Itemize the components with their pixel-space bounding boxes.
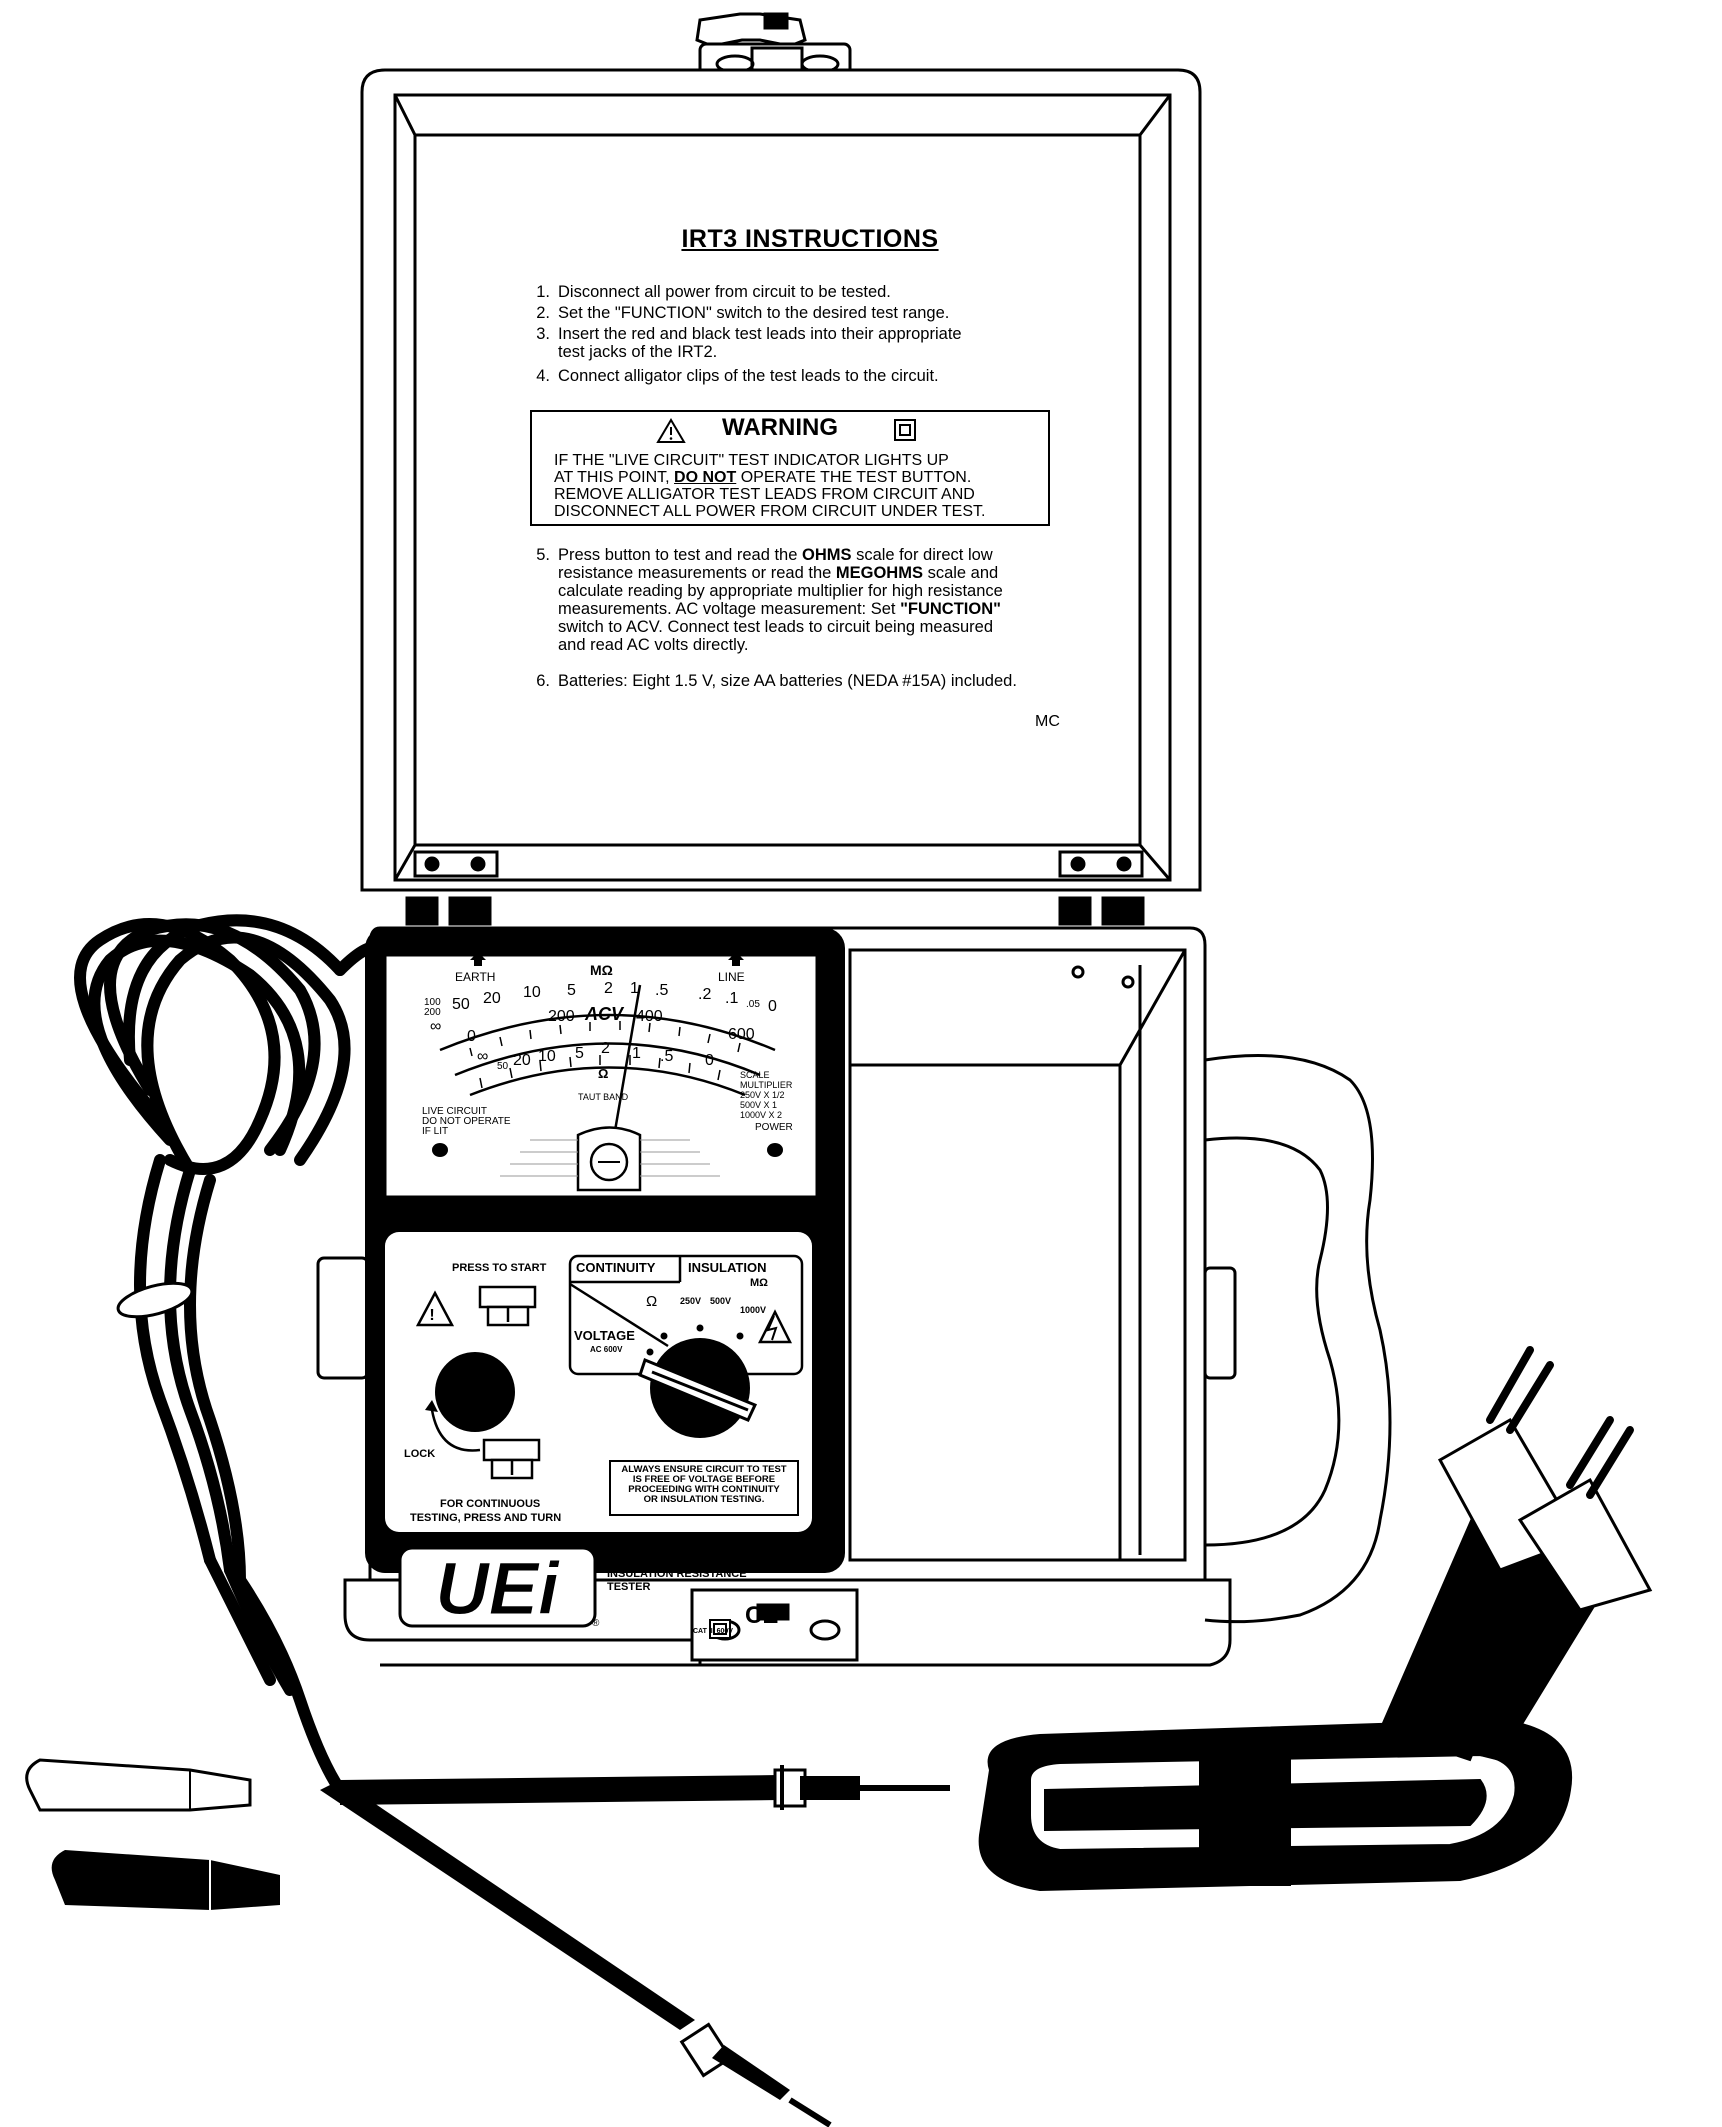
ohm-position-label: Ω [646, 1293, 658, 1310]
ohm-scale-0: 0 [705, 1052, 714, 1069]
model-subtitle-2: TESTER [607, 1581, 651, 1593]
do-not-operate-label: DO NOT OPERATE [422, 1116, 511, 1127]
coiled-test-lead [74, 914, 386, 1796]
alligator-clips [25, 1758, 280, 1910]
continuity-label: CONTINUITY [576, 1260, 656, 1275]
if-lit-label: IF LIT [422, 1126, 449, 1137]
ohm-unit: Ω [598, 1066, 609, 1081]
live-circuit-label: LIVE CIRCUIT [422, 1106, 488, 1117]
multiplier-label-2: MULTIPLIER [740, 1080, 793, 1090]
ohm-scale-2: 2 [601, 1040, 610, 1057]
acv-scale-0: 0 [467, 1028, 476, 1045]
ac-600v-label: AC 600V [590, 1345, 623, 1354]
meg-scale-1: 1 [630, 980, 639, 997]
multiplier-label-1: SCALE [740, 1070, 770, 1080]
ohm-scale-1: 1 [632, 1045, 641, 1062]
svg-text:UEi: UEi [435, 1547, 560, 1630]
meg-scale-005: .05 [746, 999, 760, 1010]
caution-notice: ALWAYS ENSURE CIRCUIT TO TEST IS FREE OF… [609, 1460, 799, 1516]
continuous-testing-line-1: FOR CONTINUOUS [440, 1498, 541, 1510]
warning-box: WARNING IF THE "LIVE CIRCUIT" TEST INDIC… [530, 410, 1050, 526]
ohm-scale-5: 5 [575, 1045, 584, 1062]
multiplier-1000v: 1000V X 2 [740, 1110, 783, 1120]
model-subtitle-1: INSULATION RESISTANCE [607, 1568, 747, 1580]
meg-scale-100: 100 [424, 997, 441, 1008]
power-label: POWER [755, 1122, 793, 1133]
uei-logo: UEi [398, 1546, 597, 1631]
multiplier-500v: 500V X 1 [740, 1100, 778, 1110]
ohm-scale-05: .5 [660, 1048, 674, 1065]
warning-line-4: DISCONNECT ALL POWER FROM CIRCUIT UNDER … [554, 503, 986, 520]
press-to-start-button-shape [435, 1352, 515, 1432]
line-label: LINE [718, 970, 745, 984]
double-insulation-icon [894, 419, 916, 441]
warning-line-3: REMOVE ALLIGATOR TEST LEADS FROM CIRCUIT… [554, 486, 975, 503]
ohm-scale-inf: ∞ [477, 1048, 489, 1065]
meg-scale-inf: ∞ [430, 1018, 442, 1035]
ohm-scale-10: 10 [538, 1048, 556, 1065]
carry-handle [1204, 1054, 1392, 1624]
warning-line-2: AT THIS POINT, DO NOT OPERATE THE TEST B… [554, 469, 972, 486]
registered-mark: ® [592, 1618, 600, 1629]
lock-label: LOCK [404, 1448, 436, 1460]
svg-text:!: ! [429, 1307, 434, 1324]
acv-scale-400: 400 [636, 1008, 663, 1025]
continuous-testing-line-2: TESTING, PRESS AND TURN [410, 1512, 562, 1524]
acv-scale-200: 200 [548, 1008, 575, 1025]
megohm-unit: MΩ [590, 962, 613, 978]
position-250v: 250V [680, 1296, 702, 1306]
insulation-unit: MΩ [750, 1277, 768, 1289]
meg-scale-10: 10 [523, 984, 541, 1001]
instructions-title: IRT3 INSTRUCTIONS [681, 225, 939, 253]
meg-scale-200: 200 [424, 1007, 441, 1018]
meg-scale-01: .1 [725, 990, 739, 1007]
taut-band-label: TAUT BAND [578, 1092, 629, 1102]
meg-scale-20: 20 [483, 990, 501, 1007]
meg-scale-0: 0 [768, 998, 777, 1015]
acv-label: ACV [585, 1004, 624, 1024]
ce-mark: CE [745, 1602, 779, 1629]
position-500v: 500V [710, 1296, 732, 1306]
position-1000v: 1000V [740, 1305, 767, 1315]
press-to-start-label: PRESS TO START [452, 1262, 547, 1274]
mc-mark: MC [1035, 713, 1060, 730]
insulation-label: INSULATION [688, 1260, 767, 1275]
voltage-label: VOLTAGE [574, 1328, 635, 1343]
meg-scale-05: .5 [655, 982, 669, 999]
warning-triangle-icon [656, 418, 686, 443]
cat-rating: CAT III 600V [693, 1628, 733, 1635]
meg-scale-02: .2 [698, 986, 712, 1003]
lid-latch [695, 12, 852, 84]
meg-scale-2: 2 [604, 980, 613, 997]
multiplier-250v: 250V X 1/2 [740, 1090, 785, 1100]
flat-coiled-lead [978, 1346, 1653, 1892]
acv-scale-600: 600 [728, 1026, 755, 1043]
lid-outer [360, 68, 1202, 892]
warning-title: WARNING [722, 414, 838, 441]
earth-label: EARTH [455, 970, 496, 984]
model-name: IRT3 [607, 1538, 664, 1568]
warning-line-1: IF THE "LIVE CIRCUIT" TEST INDICATOR LIG… [554, 452, 949, 469]
meg-scale-5: 5 [567, 982, 576, 999]
meg-scale-50: 50 [452, 996, 470, 1013]
ohm-scale-20: 20 [513, 1052, 531, 1069]
ohm-scale-50: 50 [497, 1061, 509, 1072]
control-panel: ALWAYS ENSURE CIRCUIT TO TEST IS FREE OF… [397, 1250, 808, 1635]
test-probes [320, 1765, 950, 2127]
